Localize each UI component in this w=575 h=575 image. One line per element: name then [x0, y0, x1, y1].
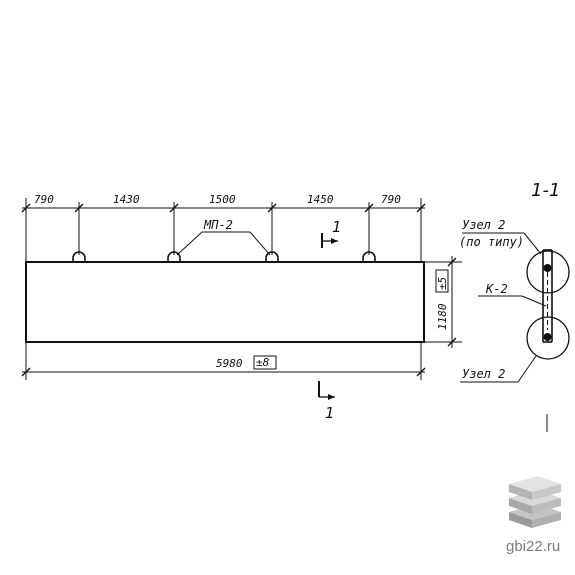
section-leaders	[460, 232, 547, 383]
dim-overall-length: 5980	[216, 357, 243, 370]
loop-callout-label: МП-2	[203, 218, 233, 232]
section-title: 1-1	[531, 180, 560, 201]
dim-top-4: 1450	[307, 193, 334, 206]
section-cut-bottom-number: 1	[325, 404, 335, 422]
node-top-circle	[526, 250, 570, 294]
watermark-logo	[509, 476, 561, 528]
dim-overall-tolerance: ±8	[256, 356, 270, 369]
dim-top-1: 790	[34, 193, 54, 206]
node-top-note: (по типу)	[459, 235, 524, 249]
section-profile	[542, 249, 553, 343]
panel-outline	[25, 261, 425, 343]
node-bottom-label: Узел 2	[462, 367, 505, 381]
dim-top-3: 1500	[209, 193, 236, 206]
dim-top-5: 790	[381, 193, 401, 206]
bottom-dimension	[21, 342, 426, 380]
dim-height: 1180	[436, 303, 449, 330]
section-cut-bottom	[318, 381, 335, 400]
height-dimension	[424, 256, 462, 348]
dim-height-tolerance: ±5	[436, 277, 449, 290]
node-bottom-circle	[526, 316, 570, 360]
dim-top-2: 1430	[113, 193, 140, 206]
node-top-label: Узел 2	[462, 218, 505, 232]
top-dimension-chain	[21, 198, 426, 262]
section-cut-top-number: 1	[332, 218, 342, 236]
loop-callout-leaders	[176, 231, 271, 256]
lifting-loops	[72, 251, 376, 262]
watermark-text: gbi22.ru	[506, 538, 560, 555]
section-cut-top	[321, 233, 338, 248]
frame-label: К-2	[485, 282, 508, 296]
